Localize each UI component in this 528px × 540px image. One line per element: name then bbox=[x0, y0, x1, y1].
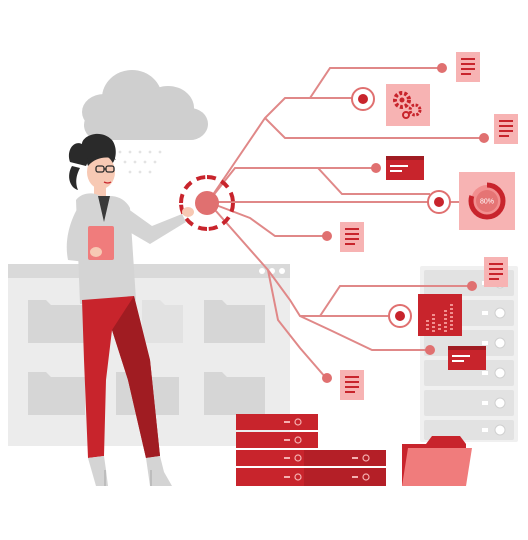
document-icon bbox=[456, 52, 480, 82]
document-icon bbox=[494, 114, 518, 144]
panel-card bbox=[386, 156, 424, 180]
progress-label: 80% bbox=[480, 199, 494, 206]
document-icon bbox=[340, 370, 364, 400]
folder-icon bbox=[402, 436, 472, 486]
panel-card bbox=[448, 346, 486, 370]
document-icon bbox=[340, 222, 364, 252]
gears-icon bbox=[386, 84, 430, 126]
document-icon bbox=[484, 257, 508, 287]
woman-presenter bbox=[66, 133, 194, 486]
cloud-data-dots bbox=[118, 150, 162, 174]
hub-node-icon bbox=[179, 175, 235, 231]
network-nodes bbox=[322, 63, 489, 383]
bar-chart-icon bbox=[418, 294, 462, 336]
target-node-icon bbox=[351, 87, 451, 328]
folder-icon bbox=[142, 300, 183, 343]
progress-ring-icon: 80% bbox=[459, 172, 515, 230]
network-lines bbox=[207, 67, 484, 379]
cloud-icon bbox=[82, 70, 208, 140]
server-icon bbox=[236, 414, 386, 486]
